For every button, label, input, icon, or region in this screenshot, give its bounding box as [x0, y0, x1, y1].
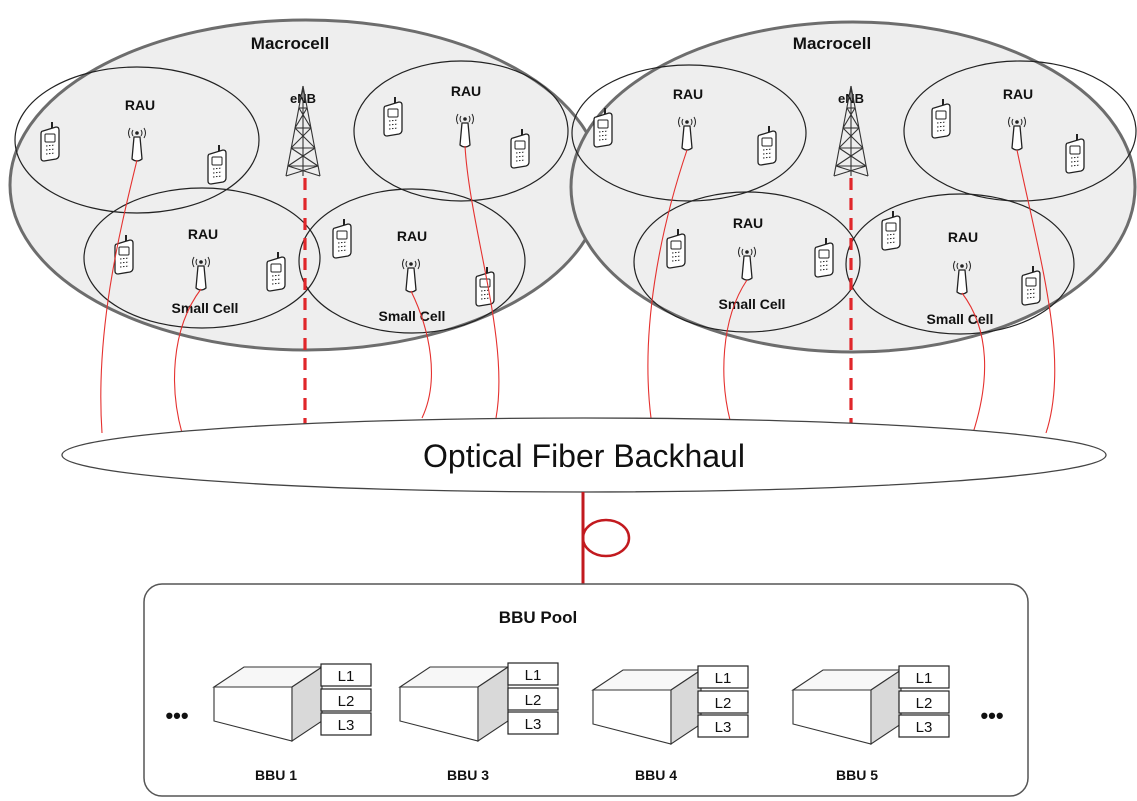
- fiber-link-rau-2c: [1016, 149, 1056, 434]
- fiber-link-rau-2a: [647, 149, 688, 419]
- bbu-1-layer-1-box: [320, 663, 372, 687]
- bbu-4-label: BBU 4: [635, 767, 677, 783]
- bbu-3-layer-2: L2: [525, 692, 542, 709]
- bbu-5-layer-1-box: [898, 665, 950, 689]
- small-cell-1a: [14, 66, 260, 214]
- backhaul-label: Optical Fiber Backhaul: [423, 438, 745, 474]
- small-cell-1c: [353, 60, 569, 202]
- rau-1b-label: RAU: [188, 226, 218, 242]
- bbu-3-layer-1-box: [507, 662, 559, 686]
- small-cell-1d-label: Small Cell: [379, 308, 446, 324]
- rau-2c-label: RAU: [1003, 86, 1033, 102]
- bbu-3-layer-3: L3: [525, 716, 542, 733]
- small-cell-2d-label: Small Cell: [927, 311, 994, 327]
- fiber-link-rau-1a: [100, 159, 138, 434]
- macrocell-2: Macrocell eNB RAU RAU Small Cell RAU RAU…: [569, 20, 1137, 354]
- bbu-4-layer-2: L2: [715, 695, 732, 712]
- bbu-1-layer-1: L1: [338, 668, 355, 685]
- bbu-5-label: BBU 5: [836, 767, 878, 783]
- fiber-link-rau-1c: [464, 145, 500, 419]
- bbu-3-layer-2-box: [507, 687, 559, 711]
- macrocell-2-label: Macrocell: [793, 34, 871, 53]
- bbu-3: L1 L2 L3 BBU 3: [399, 662, 559, 783]
- bbu-1-layer-3-box: [320, 712, 372, 736]
- rau-1a-label: RAU: [125, 97, 155, 113]
- bbu-4-layer-3-box: [697, 714, 749, 738]
- bbu-3-layer-3-box: [507, 711, 559, 735]
- fiber-links: [100, 145, 1056, 434]
- small-cell-2b: [633, 191, 861, 333]
- fiber-link-rau-2b: [723, 279, 748, 421]
- small-cell-1d: [298, 188, 526, 334]
- bbu-5-layer-3: L3: [916, 719, 933, 736]
- rau-1d-label: RAU: [397, 228, 427, 244]
- fiber-link-rau-2d: [961, 292, 986, 434]
- bbu-pool-frame: [143, 583, 1029, 797]
- bbu-5: L1 L2 L3 BBU 5: [792, 665, 950, 783]
- small-cell-1b: [83, 187, 321, 329]
- bbu-5-layer-2: L2: [916, 695, 933, 712]
- bbu-5-layer-2-box: [898, 690, 950, 714]
- bbu-5-layer-3-box: [898, 714, 950, 738]
- rau-2a-label: RAU: [673, 86, 703, 102]
- small-cell-2b-label: Small Cell: [719, 296, 786, 312]
- bbu-pool-title: BBU Pool: [499, 608, 577, 627]
- macrocell-1-label: Macrocell: [251, 34, 329, 53]
- bbu-4-layer-1-box: [697, 665, 749, 689]
- bbu-3-label: BBU 3: [447, 767, 489, 783]
- bbu-3-layer-1: L1: [525, 667, 542, 684]
- bbu-1-layer-3: L3: [338, 717, 355, 734]
- small-cell-2d: [845, 193, 1075, 335]
- bbu-1: L1 L2 L3 BBU 1: [213, 663, 372, 783]
- bbu-1-label: BBU 1: [255, 767, 297, 783]
- fiber-link-rau-1d: [410, 290, 432, 419]
- ellipsis-left: •••: [165, 703, 188, 728]
- fiber-loop-icon: [581, 518, 631, 558]
- ellipsis-right: •••: [980, 703, 1003, 728]
- bbu-1-layer-2-box: [320, 688, 372, 712]
- bbu-4: L1 L2 L3 BBU 4: [592, 665, 749, 783]
- small-cell-2a: [571, 64, 807, 202]
- bbu-4-layer-2-box: [697, 690, 749, 714]
- bbu-4-layer-1: L1: [715, 670, 732, 687]
- macrocell-2-area: [569, 20, 1137, 354]
- bbu-4-layer-3: L3: [715, 719, 732, 736]
- small-cell-2c: [903, 60, 1137, 202]
- fiber-link-rau-1b: [174, 288, 202, 434]
- bbu-1-layer-2: L2: [338, 693, 355, 710]
- bbu-5-layer-1: L1: [916, 670, 933, 687]
- rau-2d-label: RAU: [948, 229, 978, 245]
- small-cell-1b-label: Small Cell: [172, 300, 239, 316]
- rau-2b-label: RAU: [733, 215, 763, 231]
- rau-1c-label: RAU: [451, 83, 481, 99]
